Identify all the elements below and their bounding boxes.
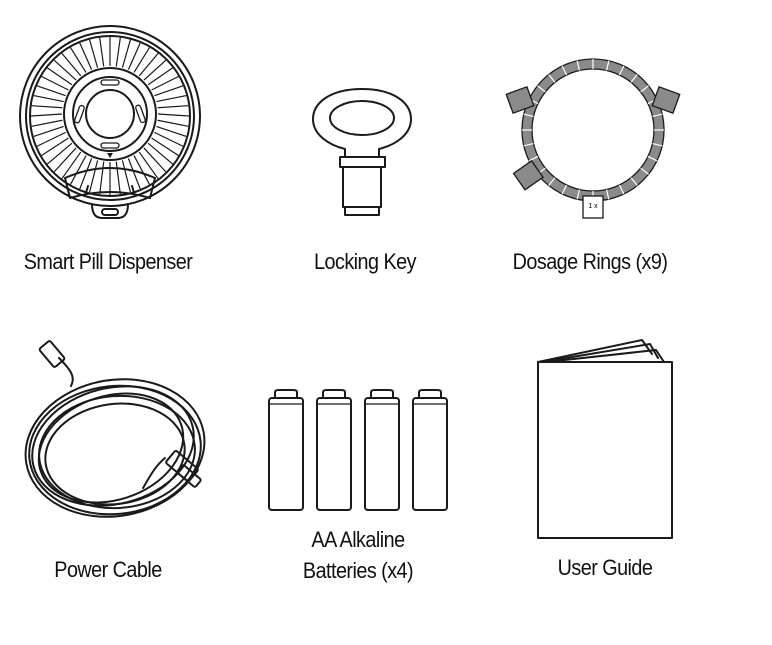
ring-segment-divider <box>652 142 663 147</box>
dispenser-slot-divider <box>33 125 64 138</box>
dispenser-slot-divider <box>147 142 174 165</box>
ring-segment-divider <box>523 113 534 118</box>
ring-segment-divider <box>523 142 534 147</box>
dispenser-slot-divider <box>115 37 121 67</box>
ring-segment-divider <box>576 60 581 71</box>
ring-tab-text: 1 x <box>588 203 598 210</box>
aa-battery <box>268 389 304 511</box>
ring-segment-divider <box>537 85 546 93</box>
dispenser-slot-divider <box>30 113 63 117</box>
dispenser-slot-divider <box>121 39 132 68</box>
ring-segment-divider <box>618 65 625 76</box>
dispenser-slot-divider <box>157 105 189 109</box>
dispenser-slot-divider <box>138 151 159 180</box>
item-label: Power Cable <box>54 557 162 582</box>
ring-segment-divider <box>561 184 568 195</box>
ring-segment-divider <box>548 177 556 186</box>
item-label-line2: Batteries (x4) <box>302 558 414 583</box>
item-label-line1: AA Alkaline <box>311 527 405 552</box>
dispenser-slot-divider <box>53 147 77 173</box>
dispenser-slot-divider <box>31 119 63 127</box>
dispenser-slot-divider <box>69 155 87 185</box>
dispenser-slot-divider <box>147 67 174 86</box>
dispenser-slot-divider <box>151 75 179 91</box>
dispenser-slot-divider <box>154 85 184 97</box>
dispenser-slot-divider <box>33 94 64 103</box>
ring-segment-divider <box>640 167 649 175</box>
dispenser-slot-divider <box>133 155 151 185</box>
dispenser-slot-divider <box>138 52 159 77</box>
dispenser-slot-divider <box>143 59 167 81</box>
locking-key-icon <box>312 88 412 216</box>
ring-segment-divider <box>652 113 663 118</box>
dispenser-slot-divider <box>69 47 87 73</box>
battery-icon <box>268 389 448 511</box>
ring-segment-divider <box>640 85 649 93</box>
dispenser-slot-divider <box>61 52 82 77</box>
dispenser-slot-divider <box>99 37 105 67</box>
ring-segment-divider <box>605 189 610 200</box>
ring-segment-divider <box>630 177 638 186</box>
dispenser-slot-divider <box>151 137 179 157</box>
dispenser-slot-divider <box>79 42 93 70</box>
dispenser-slot-divider <box>133 47 151 73</box>
dispenser-slot-divider <box>127 42 141 70</box>
dispenser-slot-divider <box>79 158 93 190</box>
item-label: Dosage Rings (x9) <box>512 249 668 274</box>
power-cable-icon <box>24 340 206 518</box>
dispenser-slot-divider <box>121 160 132 193</box>
aa-battery <box>412 389 448 511</box>
dispenser-slot-divider <box>41 137 69 157</box>
dispenser-slot-divider <box>156 125 187 138</box>
dispenser-slot-divider <box>88 160 99 193</box>
dispenser-slot-divider <box>157 119 189 127</box>
item-label: Smart Pill Dispenser <box>23 249 193 274</box>
dispenser-slot-divider <box>99 161 105 195</box>
dispenser-slot-divider <box>115 161 121 195</box>
dispenser-slot-divider <box>156 94 187 103</box>
dispenser-slot-divider <box>46 67 73 86</box>
ring-segment-divider <box>618 184 625 195</box>
dispenser-slot-divider <box>127 158 141 190</box>
ring-segment-divider <box>548 74 556 83</box>
dispenser-slot-divider <box>53 59 77 81</box>
dispenser-slot-divider <box>143 147 167 173</box>
dispenser-slot-divider <box>36 131 66 147</box>
dispenser-slot-divider <box>157 113 190 117</box>
dispenser-slot-divider <box>46 142 73 165</box>
ring-segment-divider <box>605 60 610 71</box>
aa-battery <box>364 389 400 511</box>
dispenser-slot-divider <box>154 131 184 147</box>
dispenser-slot-divider <box>31 105 63 109</box>
ring-segment-divider <box>647 155 658 162</box>
ring-segment-divider <box>576 189 581 200</box>
dispenser-slot-divider <box>41 75 69 91</box>
dispenser-slot-divider <box>88 39 99 68</box>
dosage-ring-icon: 1 x <box>505 58 681 219</box>
ring-segment-divider <box>528 155 539 162</box>
item-label: User Guide <box>557 555 653 580</box>
aa-battery <box>316 389 352 511</box>
dispenser-slot-divider <box>61 151 82 180</box>
ring-segment-divider <box>630 74 638 83</box>
pill-dispenser-icon <box>19 25 201 219</box>
user-guide-icon <box>537 339 673 539</box>
item-label: Locking Key <box>314 249 416 274</box>
ring-segment-divider <box>561 65 568 76</box>
dispenser-slot-divider <box>36 85 66 97</box>
